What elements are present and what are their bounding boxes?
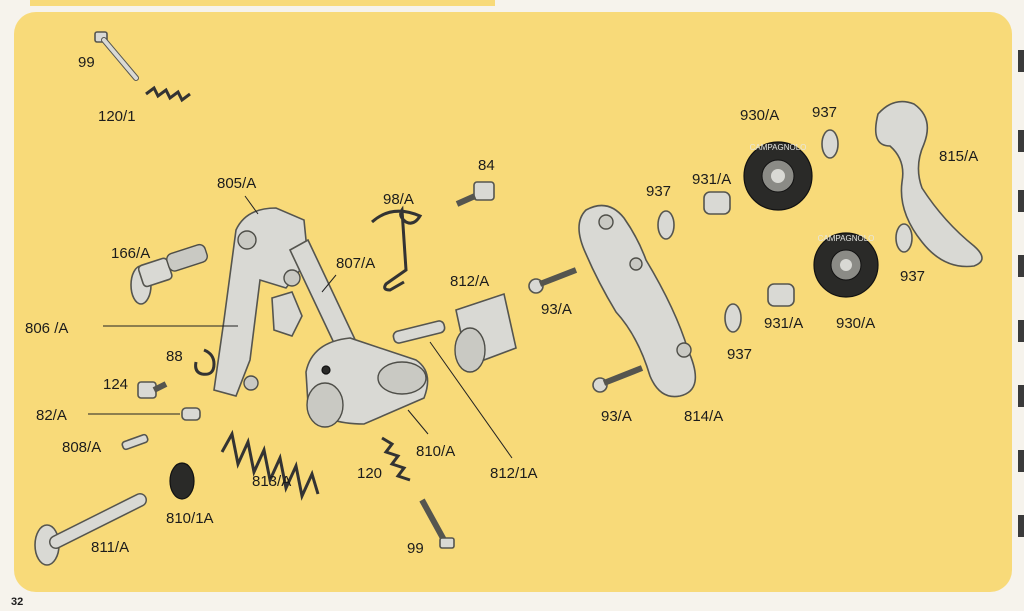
cap-810-1a	[169, 462, 195, 500]
bushing-931a-top	[703, 191, 731, 215]
label-812-1a: 812/1A	[490, 465, 538, 482]
label-814a: 814/A	[684, 408, 723, 425]
washer-937-d	[724, 303, 742, 333]
bushing-931a-bottom	[767, 283, 795, 307]
pin-812-1a	[392, 320, 446, 344]
screw-93a-bottom	[592, 365, 644, 393]
label-807a: 807/A	[336, 255, 375, 272]
label-931a-bottom: 931/A	[764, 315, 803, 332]
label-120-1: 120/1	[98, 108, 136, 125]
bolt-166a	[130, 243, 208, 305]
label-99-bottom: 99	[407, 540, 424, 557]
spring-813a	[220, 429, 320, 501]
label-937-a: 937	[646, 183, 671, 200]
label-93a-bottom: 93/A	[601, 408, 632, 425]
screw-93a-top	[528, 267, 578, 294]
cage-plate-815a	[874, 100, 983, 268]
label-813a: 813/A	[252, 473, 291, 490]
spring-120	[381, 436, 411, 482]
page-number: 32	[11, 596, 23, 608]
label-99-top: 99	[78, 54, 95, 71]
label-812a: 812/A	[450, 273, 489, 290]
washer-937-c	[895, 223, 913, 253]
label-124: 124	[103, 376, 128, 393]
part-labels: 99 120/1 805/A 98/A 84 166/A 807/A 812/A…	[25, 54, 978, 557]
spring-120-1	[145, 85, 191, 103]
label-937-b: 937	[812, 104, 837, 121]
label-805a: 805/A	[217, 175, 256, 192]
label-811a: 811/A	[91, 539, 129, 556]
label-930a-bottom: 930/A	[836, 315, 875, 332]
screw-84	[455, 181, 495, 207]
knuckle-810a	[305, 337, 429, 428]
leader-lines	[88, 195, 513, 459]
label-93a-top: 93/A	[541, 301, 572, 318]
label-937-d: 937	[727, 346, 752, 363]
label-120: 120	[357, 465, 382, 482]
label-810-1a: 810/1A	[166, 510, 214, 527]
washer-937-a	[657, 210, 675, 240]
cage-plate-814a	[578, 204, 697, 398]
pin-808a	[121, 433, 149, 451]
pulley-brand-top: CAMPAGNOLO	[750, 143, 807, 152]
pulley-brand-bottom: CAMPAGNOLO	[818, 234, 875, 243]
binder-edge	[1018, 50, 1024, 537]
label-806a: 806 /A	[25, 320, 68, 337]
screw-99-top	[94, 31, 139, 81]
label-931a-top: 931/A	[692, 171, 731, 188]
cylinder-812a	[454, 292, 517, 373]
top-tab	[30, 0, 495, 6]
pulley-930a-top	[743, 141, 813, 211]
label-166a: 166/A	[111, 245, 150, 262]
screw-124	[137, 381, 168, 399]
label-930a-top: 930/A	[740, 107, 779, 124]
pulley-930a-bottom	[813, 232, 879, 298]
diagram-panel	[14, 12, 1012, 592]
label-88: 88	[166, 348, 183, 365]
label-82a: 82/A	[36, 407, 67, 424]
bolt-811a	[34, 493, 147, 566]
spring-98a	[370, 205, 423, 292]
label-808a: 808/A	[62, 439, 101, 456]
label-815a: 815/A	[939, 148, 978, 165]
label-937-c: 937	[900, 268, 925, 285]
bushing-82a	[181, 407, 201, 421]
clip-88	[194, 348, 216, 376]
screw-99-bottom	[419, 498, 455, 549]
label-84: 84	[478, 157, 495, 174]
label-810a: 810/A	[416, 443, 455, 460]
washer-937-b	[821, 129, 839, 159]
label-98a: 98/A	[383, 191, 414, 208]
body-arm-805a	[213, 207, 309, 397]
